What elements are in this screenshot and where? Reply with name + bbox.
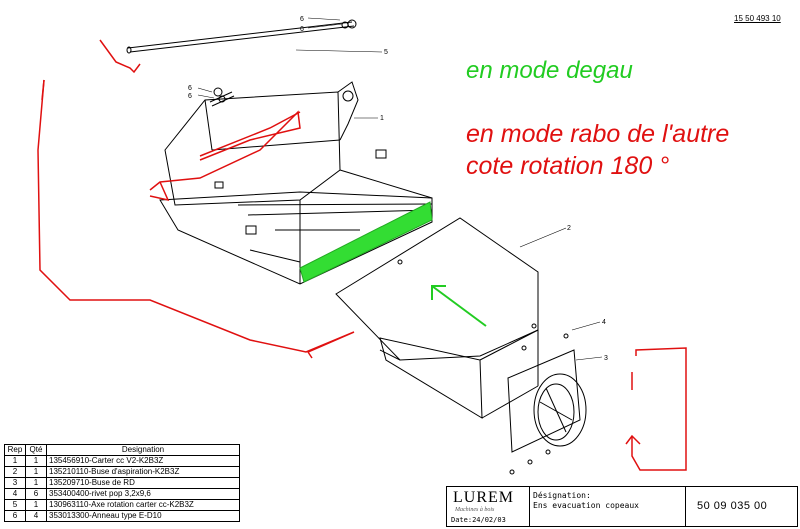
bom-qty: 1 <box>25 455 47 467</box>
bom-row: 5 1 130963110-Axe rotation carter cc-K2B… <box>4 499 240 511</box>
bom-header-row: Rep Qté Designation <box>4 444 240 456</box>
bom-row: 6 4 353013300-Anneau type E-D10 <box>4 510 240 522</box>
red-markup <box>37 39 687 471</box>
bom-qty: 1 <box>25 499 47 511</box>
bom-qty: 4 <box>25 510 47 522</box>
annotation-degau-mode: en mode degau <box>466 57 633 84</box>
bom-designation: 135456910-Carter cc V2-K2B3Z <box>46 455 240 467</box>
bom-designation: 353400400-rivet pop 3,2x9,6 <box>46 488 240 500</box>
callout-1: 1 <box>380 115 384 122</box>
company-name: LUREM <box>453 489 514 506</box>
bom-designation: 353013300-Anneau type E-D10 <box>46 510 240 522</box>
bom-row: 2 1 135210110-Buse d'aspiration-K2B3Z <box>4 466 240 478</box>
callout-leaders <box>197 17 603 361</box>
bom-rep: 2 <box>4 466 26 478</box>
part-number: 50 09 035 00 <box>697 500 768 512</box>
designation-value: Ens evacuation copeaux <box>533 501 639 510</box>
bom-rep: 1 <box>4 455 26 467</box>
annotation-rabo-mode-line1: en mode rabo de l'autre <box>466 120 730 148</box>
callout-6d: 6 <box>188 93 192 100</box>
highlighted-edge <box>299 201 433 283</box>
company-tagline: Machines à bois <box>455 507 495 513</box>
bom-header-rep: Rep <box>4 444 26 456</box>
bom-row: 1 1 135456910-Carter cc V2-K2B3Z <box>4 455 240 467</box>
bom-rep: 5 <box>4 499 26 511</box>
axle-part-5 <box>126 19 357 54</box>
bom-row: 3 1 135209710-Buse de RD <box>4 477 240 489</box>
bom-rep: 3 <box>4 477 26 489</box>
bom-qty: 1 <box>25 477 47 489</box>
callout-6c: 6 <box>188 85 192 92</box>
callout-numbers: 6 6 5 6 6 1 2 4 3 <box>188 16 608 362</box>
bom-header-designation: Designation <box>46 444 240 456</box>
bom-rep: 6 <box>4 510 26 522</box>
bom-rep: 4 <box>4 488 26 500</box>
bill-of-materials: Rep Qté Designation 1 1 135456910-Carter… <box>4 444 240 522</box>
designation-label: Désignation: <box>533 491 591 500</box>
suction-nozzle-part-2 <box>335 217 539 419</box>
drawing-date: Date:24/02/03 <box>451 516 506 524</box>
callout-6b: 6 <box>300 26 304 33</box>
bom-designation: 135210110-Buse d'aspiration-K2B3Z <box>46 466 240 478</box>
bom-designation: 135209710-Buse de RD <box>46 477 240 489</box>
retaining-rings-part-6 <box>209 87 235 107</box>
callout-6a: 6 <box>300 16 304 23</box>
company-logo: LUREM Machines à bois Date:24/02/03 <box>447 487 530 526</box>
rivets-part-4 <box>509 323 569 475</box>
round-nozzle-part-3 <box>507 349 587 453</box>
callout-2: 2 <box>567 225 571 232</box>
green-arrow <box>431 285 487 327</box>
bom-row: 4 6 353400400-rivet pop 3,2x9,6 <box>4 488 240 500</box>
bom-qty: 1 <box>25 466 47 478</box>
document-number: 15 50 493 10 <box>734 14 781 23</box>
title-block: LUREM Machines à bois Date:24/02/03 Dési… <box>446 486 798 527</box>
bom-qty: 6 <box>25 488 47 500</box>
bom-designation: 130963110-Axe rotation carter cc-K2B3Z <box>46 499 240 511</box>
bom-header-qty: Qté <box>25 444 47 456</box>
annotation-rabo-mode-line2: cote rotation 180 ° <box>466 152 670 180</box>
callout-5: 5 <box>384 49 388 56</box>
callout-4: 4 <box>602 319 606 326</box>
callout-3: 3 <box>604 355 608 362</box>
housing-part-1 <box>159 81 433 285</box>
designation-box: Désignation: Ens evacuation copeaux <box>529 487 686 526</box>
